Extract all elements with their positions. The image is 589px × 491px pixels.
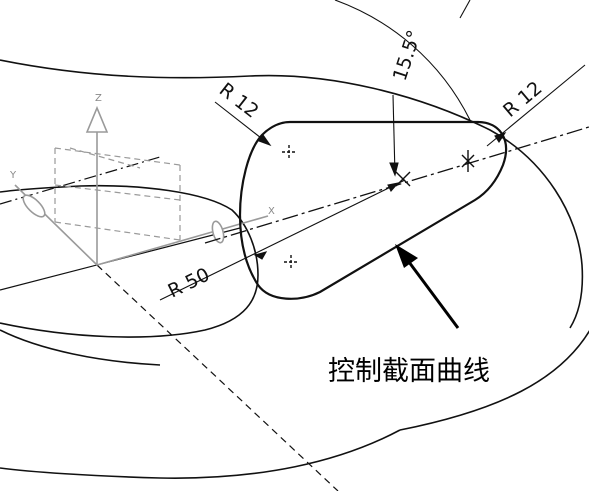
dimension-angle bbox=[334, 0, 471, 177]
center-mark-mid bbox=[284, 255, 298, 269]
dimension-r12-left bbox=[214, 101, 272, 147]
dimension-r12-right-text: R 12 bbox=[499, 77, 546, 122]
top-body-edge bbox=[0, 59, 584, 329]
dimension-r12-left-text: R 12 bbox=[215, 79, 263, 123]
callout-leader bbox=[395, 244, 460, 329]
triad-box-dashed bbox=[54, 147, 181, 241]
z-axis-label: Z bbox=[95, 93, 102, 104]
section-curve bbox=[238, 120, 508, 300]
angle-arc bbox=[334, 0, 471, 121]
outer-arc-right bbox=[399, 330, 589, 431]
z-axis-arrow bbox=[85, 105, 109, 133]
y-axis-label: Y bbox=[9, 170, 17, 181]
lower-lobe-edge bbox=[0, 184, 259, 338]
hidden-lines bbox=[0, 156, 339, 491]
x-axis-arrow bbox=[211, 220, 225, 244]
y-axis-arrow bbox=[22, 194, 46, 218]
large-outer-arc bbox=[0, 329, 401, 479]
x-axis-label: X bbox=[268, 206, 275, 217]
control-section-profile bbox=[238, 120, 508, 300]
center-marks bbox=[282, 145, 475, 269]
callout-label: 控制截面曲线 bbox=[328, 356, 490, 387]
dimension-r50-text: R 50 bbox=[165, 264, 214, 303]
center-mark-top-left bbox=[282, 145, 296, 159]
dimension-r50 bbox=[159, 179, 406, 301]
dimension-angle-text: 15.5° bbox=[389, 27, 426, 83]
dimension-r12-right bbox=[486, 64, 586, 147]
body-outlines bbox=[0, 59, 589, 479]
coordinate-triad bbox=[14, 105, 269, 266]
